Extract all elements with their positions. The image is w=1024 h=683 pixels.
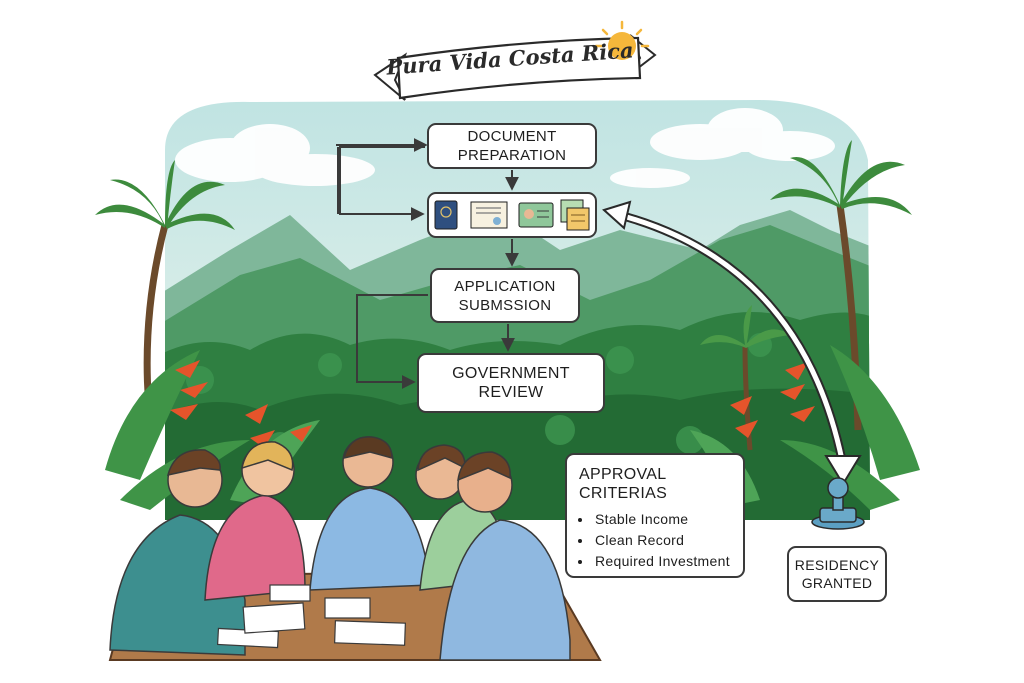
return-arrow xyxy=(602,200,862,486)
residency-line2: GRANTED xyxy=(801,575,873,591)
heliconia-flowers-left xyxy=(170,360,312,448)
documents-icons-box xyxy=(427,192,597,238)
sun-icon xyxy=(594,20,650,60)
document-preparation-line2: PREPARATION xyxy=(457,147,567,164)
records-icon xyxy=(560,199,590,231)
passport-icon xyxy=(434,200,458,230)
criteria-item: Clean Record xyxy=(593,530,731,551)
government-review-label: GOVERNMENT REVIEW xyxy=(452,365,570,401)
application-submission-line2: SUBMSSION xyxy=(458,296,552,314)
heliconia-flowers-right xyxy=(730,362,815,438)
application-submission-box: APPLICATION SUBMSSION xyxy=(430,268,580,323)
flow-connectors xyxy=(336,138,519,389)
document-preparation-box: DOCUMENT PREPARATION xyxy=(427,123,597,169)
cloud-right xyxy=(610,108,835,188)
documents-on-table xyxy=(216,584,406,649)
residency-line1: RESIDENCY xyxy=(794,557,880,573)
approval-criteria-title: APPROVAL CRITERIAS xyxy=(579,466,668,502)
government-review-box: GOVERNMENT REVIEW xyxy=(417,353,605,413)
approval-criteria-list: Stable Income Clean Record Required Inve… xyxy=(579,509,731,572)
stamp-icon xyxy=(811,477,865,530)
id-card-icon xyxy=(518,202,554,228)
application-submission-line1: APPLICATION xyxy=(454,277,556,295)
palm-tree-small-right xyxy=(700,305,790,451)
criteria-item: Stable Income xyxy=(593,509,731,530)
residency-granted-box: RESIDENCY GRANTED xyxy=(787,546,887,602)
cloud-left xyxy=(175,124,375,186)
criteria-item: Required Investment xyxy=(593,551,731,572)
certificate-icon xyxy=(470,201,508,229)
team-people xyxy=(109,436,571,661)
approval-criteria-box: APPROVAL CRITERIAS Stable Income Clean R… xyxy=(565,453,745,578)
document-preparation-line1: DOCUMENT xyxy=(467,128,557,145)
title-banner xyxy=(373,34,657,101)
